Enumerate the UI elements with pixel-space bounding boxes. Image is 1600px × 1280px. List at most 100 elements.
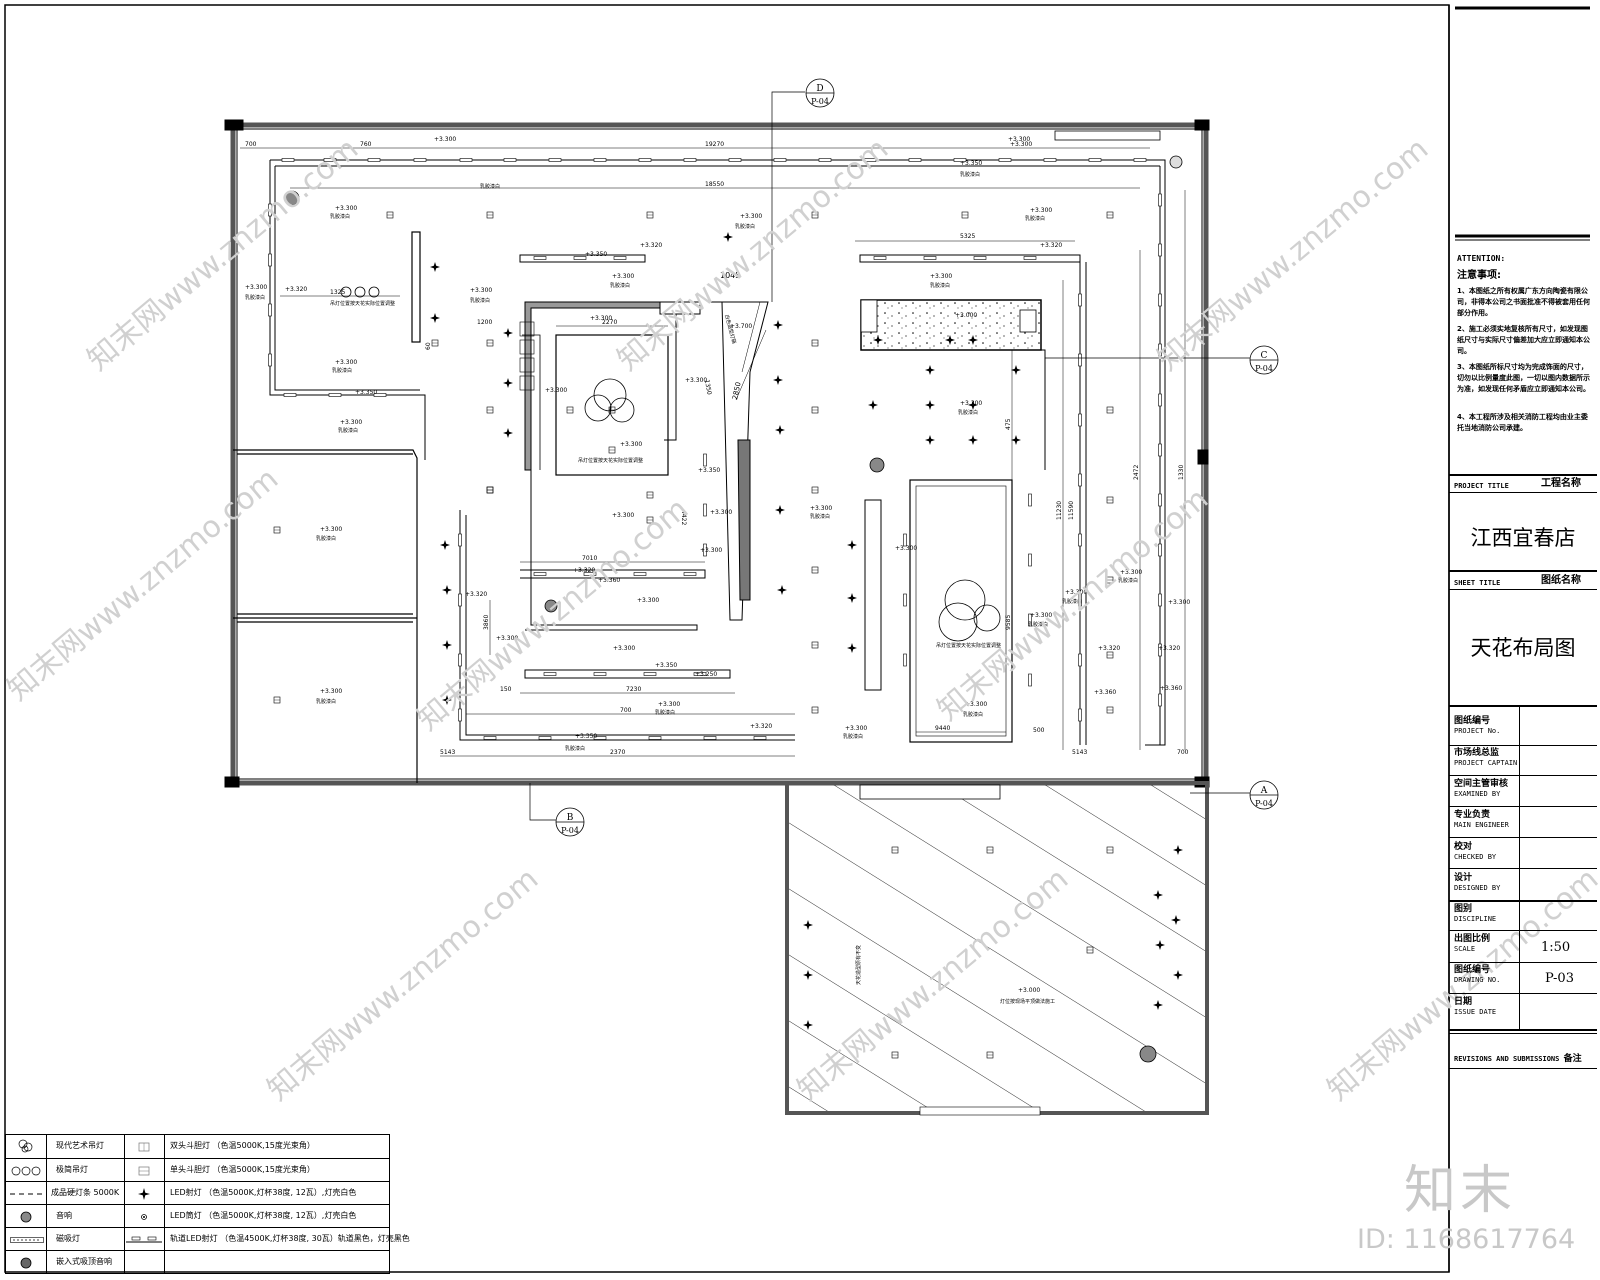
svg-text:乳胶漆白: 乳胶漆白: [960, 171, 980, 178]
svg-text:700: 700: [245, 141, 257, 148]
svg-text:+3.300: +3.300: [700, 547, 722, 554]
svg-text:乳胶漆白: 乳胶漆白: [1025, 215, 1045, 222]
svg-text:+3.300: +3.300: [685, 377, 707, 384]
svg-text:+3.300: +3.300: [658, 701, 680, 708]
svg-text:5143: 5143: [440, 749, 455, 756]
svg-text:C: C: [1261, 351, 1268, 361]
svg-text:P-04: P-04: [811, 97, 829, 106]
ceiling-bulkheads: [269, 159, 1166, 746]
svg-text:9440: 9440: [935, 725, 950, 732]
legend-row: 音响 LED筒灯 （色温5000K,灯杯38度, 12瓦）,灯壳白色: [6, 1204, 389, 1228]
magnetic-light-icon: [10, 1237, 44, 1243]
svg-text:乳胶漆白: 乳胶漆白: [245, 294, 265, 301]
svg-text:18550: 18550: [705, 181, 724, 188]
svg-text:+3.300: +3.300: [710, 509, 732, 516]
svg-text:+3.350: +3.350: [698, 467, 720, 474]
svg-text:+3.300: +3.300: [470, 287, 492, 294]
svg-text:760: 760: [360, 141, 372, 148]
svg-text:9585: 9585: [1005, 615, 1012, 630]
legend-label: 成品硬灯条 5000K: [51, 1188, 120, 1197]
svg-text:+3.000: +3.000: [1018, 987, 1040, 994]
triple-pendant-icon: [11, 1166, 41, 1176]
svg-text:乳胶漆白: 乳胶漆白: [1062, 598, 1082, 605]
svg-text:+3.300: +3.300: [1008, 136, 1030, 143]
title-block: ATTENTION: 注意事项: 1、本图纸之所有权属广东方向陶瓷有限公司，非得…: [1449, 0, 1597, 1272]
svg-text:+3.360: +3.360: [598, 577, 620, 584]
downlight-icon: [141, 1214, 147, 1220]
svg-text:7230: 7230: [626, 686, 641, 693]
svg-text:700: 700: [620, 707, 632, 714]
legend-label: 磁吸灯: [56, 1234, 80, 1243]
svg-text:P-04: P-04: [1255, 799, 1273, 808]
svg-text:11590: 11590: [1068, 501, 1075, 520]
svg-text:+3.300: +3.300: [637, 597, 659, 604]
left-storage-rooms: [233, 449, 418, 783]
svg-text:+3.300: +3.300: [1065, 589, 1087, 596]
svg-text:150: 150: [500, 686, 512, 693]
svg-text:1350: 1350: [703, 379, 713, 395]
legend-label: 双头斗胆灯 （色温5000K,15度光束角）: [170, 1141, 315, 1150]
legend-row: 嵌入式吸顶音响: [6, 1250, 389, 1274]
svg-text:+3.300: +3.300: [590, 315, 612, 322]
title-block-frame: [1448, 5, 1590, 1272]
note-3: 3、本图纸所标尺寸均为完成饰面的尺寸，切勿以比例量度此图，一切以图内数据所示为准…: [1457, 363, 1590, 393]
svg-text:2472: 2472: [1133, 465, 1140, 480]
svg-text:5325: 5325: [960, 233, 975, 240]
svg-text:+3.250: +3.250: [695, 671, 717, 678]
svg-text:+3.300: +3.300: [1168, 599, 1190, 606]
svg-text:天花造型原有不变: 天花造型原有不变: [855, 945, 862, 985]
svg-text:乳胶漆白: 乳胶漆白: [958, 409, 978, 416]
svg-text:+3.300: +3.300: [965, 701, 987, 708]
note-4: 4、本工程所涉及相关消防工程均由业主委托当地消防公司承建。: [1457, 413, 1588, 432]
svg-text:乳胶漆白: 乳胶漆白: [330, 213, 350, 220]
svg-text:2270: 2270: [602, 319, 617, 326]
dashed-strip-icon: [10, 1193, 44, 1195]
legend-label: LED筒灯 （色温5000K,灯杯38度, 12瓦）,灯壳白色: [170, 1211, 357, 1220]
svg-text:+3.320: +3.320: [750, 723, 772, 730]
svg-text:+3.350: +3.350: [355, 389, 377, 396]
svg-text:4422: 4422: [680, 510, 687, 525]
svg-text:+3.000: +3.000: [955, 312, 977, 319]
legend-row: 极简吊灯 单头斗胆灯 （色温5000K,15度光束角）: [6, 1158, 389, 1182]
svg-text:7010: 7010: [582, 555, 597, 562]
art-pendant-icon: [18, 1139, 33, 1153]
revisions-label: REVISIONS AND SUBMISSIONS 备注: [1454, 1054, 1582, 1064]
svg-text:2370: 2370: [610, 749, 625, 756]
svg-text:乳胶漆白: 乳胶漆白: [332, 367, 352, 374]
svg-text:乳胶漆白: 乳胶漆白: [480, 183, 500, 190]
svg-text:+3.300: +3.300: [434, 136, 456, 143]
section-leaders: [529, 91, 1250, 821]
legend-row: 现代艺术吊灯 双头斗胆灯 （色温5000K,15度光束角）: [6, 1135, 389, 1158]
central-walls: [519, 301, 769, 631]
svg-text:乳胶漆白: 乳胶漆白: [316, 535, 336, 542]
svg-text:吊灯位置按天花实际位置调整: 吊灯位置按天花实际位置调整: [330, 300, 395, 307]
svg-text:+3.300: +3.300: [612, 512, 634, 519]
scale-value: 1:50: [1541, 940, 1571, 955]
svg-text:D: D: [816, 84, 823, 94]
lower-terrace-zone: [785, 781, 1209, 1116]
speakers: [284, 155, 1183, 1063]
track-lights: [268, 158, 1162, 740]
dimension-lines: [240, 147, 1186, 757]
svg-text:乳胶漆白: 乳胶漆白: [843, 733, 863, 740]
svg-text:+3.300: +3.300: [1010, 141, 1032, 148]
legend-label: 极简吊灯: [56, 1165, 88, 1174]
svg-text:+3.350: +3.350: [960, 160, 982, 167]
speaker-icon: [20, 1211, 32, 1223]
svg-text:+3.300: +3.300: [1030, 612, 1052, 619]
legend-row: 成品硬灯条 5000K LED射灯 （色温5000K,灯杯38度, 12瓦）,灯…: [6, 1181, 389, 1205]
track-light-icon: [126, 1236, 162, 1243]
svg-text:+3.300: +3.300: [895, 545, 917, 552]
svg-text:+3.300: +3.300: [320, 688, 342, 695]
legend-label: 音响: [56, 1211, 72, 1220]
svg-text:+3.320: +3.320: [640, 242, 662, 249]
material-labels: 乳胶漆白 乳胶漆白 乳胶漆白 乳胶漆白 乳胶漆白 乳胶漆白 乳胶漆白 乳胶漆白 …: [245, 171, 1138, 752]
svg-text:灯位按现场平顶做法施工: 灯位按现场平顶做法施工: [1000, 998, 1055, 1005]
section-marker-labels: D P-04 C P-04 B P-04 A P-04: [561, 84, 1273, 835]
svg-text:+3.350: +3.350: [655, 662, 677, 669]
svg-text:乳胶漆白: 乳胶漆白: [610, 282, 630, 289]
svg-text:+3.320: +3.320: [1098, 645, 1120, 652]
